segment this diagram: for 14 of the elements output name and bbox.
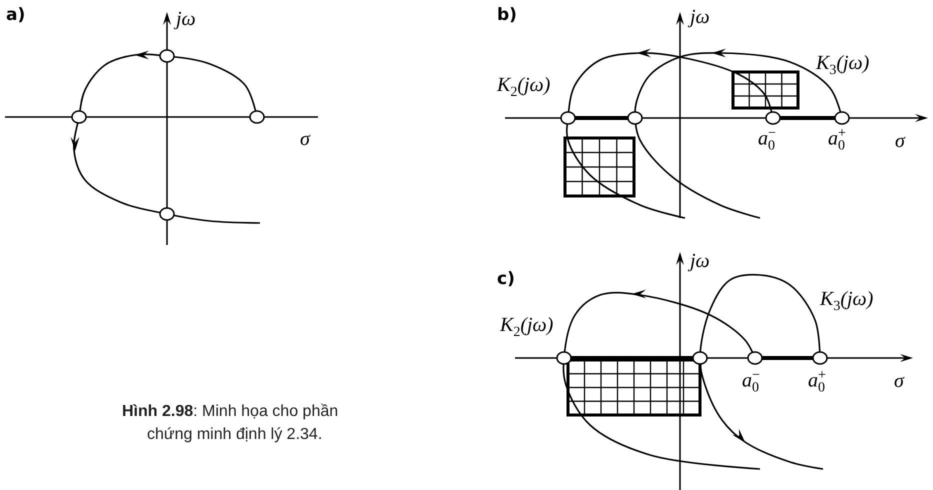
curve-label: K$_{2}$(jω)	[497, 74, 550, 100]
curve-label: K$_{2}$(jω)	[500, 314, 554, 340]
axis-label: σ	[894, 370, 904, 392]
axis-label: jω	[690, 250, 710, 272]
panel-label: b)	[497, 6, 517, 25]
axis-label: σ	[895, 130, 905, 152]
axis-label: jω	[690, 6, 710, 28]
figure-caption: Hình 2.98: Minh họa cho phần chứng minh định lý 2.34.	[122, 402, 340, 446]
curve-label: K$_{3}$(jω)	[816, 52, 870, 78]
curve-label: K$_{3}$(jω)	[820, 288, 874, 314]
axis-label: σ	[300, 128, 310, 150]
panel-label: c)	[497, 270, 515, 289]
axis-label: jω	[176, 8, 196, 30]
panel-label: a)	[6, 6, 26, 25]
